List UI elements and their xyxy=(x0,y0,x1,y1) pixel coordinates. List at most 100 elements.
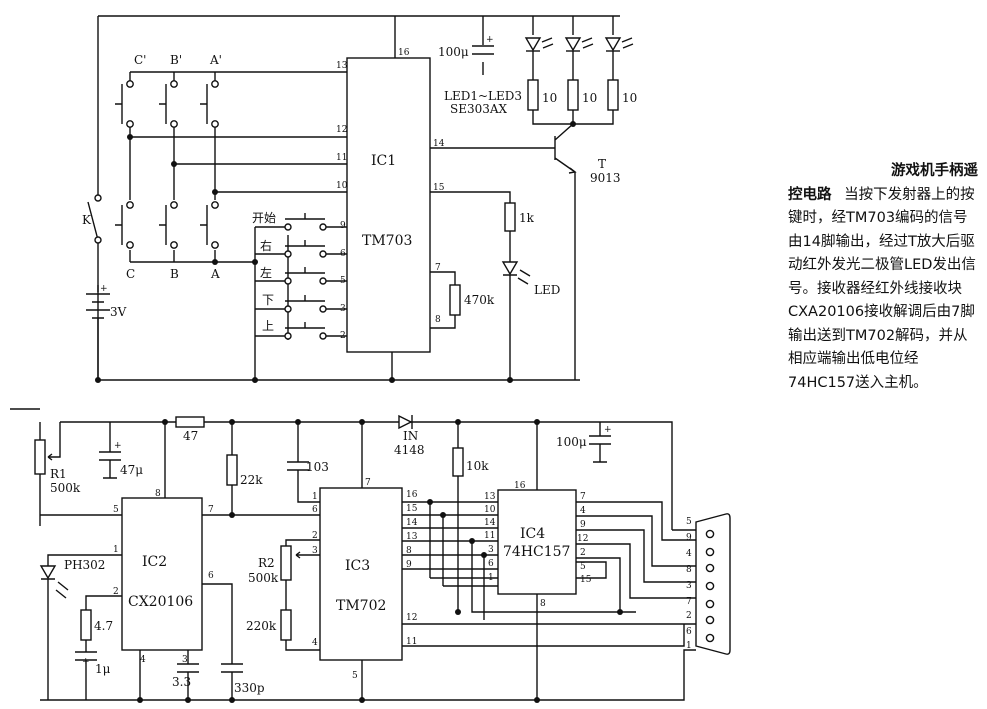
ic3-model: TM702 xyxy=(336,598,386,614)
res-10k-label: 10k xyxy=(466,459,489,473)
ir-receiver-ph302: PH302 xyxy=(39,554,122,700)
resistor-10k xyxy=(452,447,464,477)
leds-label: LED1~LED3 xyxy=(444,89,522,103)
label-c: C xyxy=(126,267,135,281)
db9-connector: 5 9 4 8 3 7 2 6 1 xyxy=(686,513,731,655)
ic1-pin7: 7 xyxy=(435,263,441,273)
transistor-t-label: T xyxy=(598,157,606,171)
r2-value: 500k xyxy=(248,571,279,585)
ic3-pin13: 13 xyxy=(406,532,418,542)
ic2-name: IC2 xyxy=(142,554,167,570)
ic3-pin9: 9 xyxy=(406,560,412,570)
ic3-pin7: 7 xyxy=(365,478,371,488)
ic1-pin8: 8 xyxy=(435,315,441,325)
button-right xyxy=(284,240,347,258)
cap-3-3-label: 3.3 xyxy=(172,675,191,689)
db9-pin-6: 6 xyxy=(686,627,692,637)
label-a-prime: A' xyxy=(209,53,222,67)
receiver-circuit: 47 R1 500k 47μ + 22k IC2 CX20106 5 8 7 1 xyxy=(10,408,731,703)
ic2-pin5: 5 xyxy=(113,505,119,515)
led-label: LED xyxy=(534,283,560,297)
ic3-pin11: 11 xyxy=(406,637,417,647)
power-switch-k: K xyxy=(82,194,102,292)
led-res-2: 10 xyxy=(582,91,597,105)
label-start: 开始 xyxy=(252,211,276,225)
ic4-pin10: 10 xyxy=(484,505,496,515)
ic4-pin14: 14 xyxy=(484,518,496,528)
res-4-7-label: 4.7 xyxy=(94,619,113,633)
db9-pin-4: 4 xyxy=(686,549,692,559)
db9-pin-8: 8 xyxy=(686,565,692,575)
ic1-pin9: 9 xyxy=(340,221,346,231)
ic1-pin10: 10 xyxy=(336,181,348,191)
ic4-chip xyxy=(497,489,577,595)
resistor-47 xyxy=(175,416,205,428)
transmitter-circuit: IC1 TM703 16 13 12 11 10 9 6 5 3 2 14 15… xyxy=(82,15,637,383)
ic2-model: CX20106 xyxy=(128,594,193,610)
key-switch-a-top xyxy=(200,80,219,128)
cap100-plus: + xyxy=(604,425,612,435)
ic4-pin4: 4 xyxy=(580,506,586,516)
potentiometer-r2: R2 500k 220k xyxy=(246,539,320,651)
resistor-4-7 xyxy=(80,609,92,641)
ir-led-array: 10 10 10 LED1~LED3 SE303AX xyxy=(444,16,637,125)
db9-pin-7: 7 xyxy=(686,597,692,607)
key-switch-b-top xyxy=(159,80,178,128)
battery-plus: + xyxy=(100,284,108,294)
cap-330p-label: 330p xyxy=(234,681,265,695)
res-220k-label: 220k xyxy=(246,619,277,633)
ic3-pin16: 16 xyxy=(406,490,418,500)
ic4-pin3: 3 xyxy=(488,545,494,555)
db9-pin-5: 5 xyxy=(686,517,692,527)
ic4-pin7: 7 xyxy=(580,492,586,502)
transistor-model-label: 9013 xyxy=(590,171,621,185)
r2-label: R2 xyxy=(258,556,275,570)
ic4-pin13: 13 xyxy=(484,492,496,502)
led-res-1: 10 xyxy=(542,91,557,105)
ic2-pin4: 4 xyxy=(140,655,146,665)
ph302-label: PH302 xyxy=(64,558,105,572)
caption-title-line1: 游戏机手柄遥 xyxy=(891,163,978,179)
label-down: 下 xyxy=(262,293,274,307)
db9-pin-9: 9 xyxy=(686,533,692,543)
caption-text: 游戏机手柄遥 控电路 当按下发射器上的按键时，经TM703编码的信号由14脚输出… xyxy=(788,160,978,395)
label-up: 上 xyxy=(262,319,274,333)
ic3-chip xyxy=(319,487,403,661)
ic3-pin3: 3 xyxy=(312,546,318,556)
button-up xyxy=(284,322,347,340)
cap-1u-label: 1μ xyxy=(95,662,111,676)
resistor-22k xyxy=(226,454,238,486)
ic4-pin12: 12 xyxy=(577,534,588,544)
label-a: A xyxy=(210,267,220,281)
ic3-pin6: 6 xyxy=(312,505,318,515)
label-right: 右 xyxy=(260,238,272,253)
ic4-model: 74HC157 xyxy=(503,544,570,560)
label-b-prime: B' xyxy=(170,53,182,67)
caption-body: 当按下发射器上的按键时，经TM703编码的信号由14脚输出，经过T放大后驱动红外… xyxy=(788,186,976,391)
ic1-pin15: 15 xyxy=(433,183,445,193)
battery-label: 3V xyxy=(110,305,127,319)
ic1-pin16: 16 xyxy=(398,48,410,58)
ic4-pin16: 16 xyxy=(514,481,526,491)
resistor-220k xyxy=(280,609,292,641)
ic4-pin6: 6 xyxy=(488,559,494,569)
ic4-name: IC4 xyxy=(520,526,545,542)
button-down xyxy=(284,295,347,313)
ic4-pin8: 8 xyxy=(540,599,546,609)
cap-plus: + xyxy=(486,35,494,45)
ic1-chip xyxy=(346,57,431,353)
ic3-pin2: 2 xyxy=(312,531,318,541)
ic1-pin13: 13 xyxy=(336,61,348,71)
ic4-pin15: 15 xyxy=(580,575,592,585)
res-1k-label: 1k xyxy=(519,211,535,225)
r1-value: 500k xyxy=(50,481,81,495)
ic1-pin12: 12 xyxy=(336,125,347,135)
ic1-model: TM703 xyxy=(362,233,412,249)
resistor-1k xyxy=(504,202,516,232)
potentiometer-r1: R1 500k xyxy=(34,422,122,526)
ic2-pin3: 3 xyxy=(182,655,188,665)
ic4-pin9: 9 xyxy=(580,520,586,530)
capacitor-100u-tx: 100μ + xyxy=(438,35,494,59)
ic1-name: IC1 xyxy=(371,153,396,169)
